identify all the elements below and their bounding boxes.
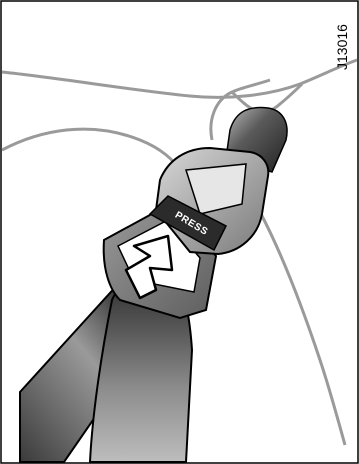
illustration-code: J13016 bbox=[334, 24, 350, 70]
